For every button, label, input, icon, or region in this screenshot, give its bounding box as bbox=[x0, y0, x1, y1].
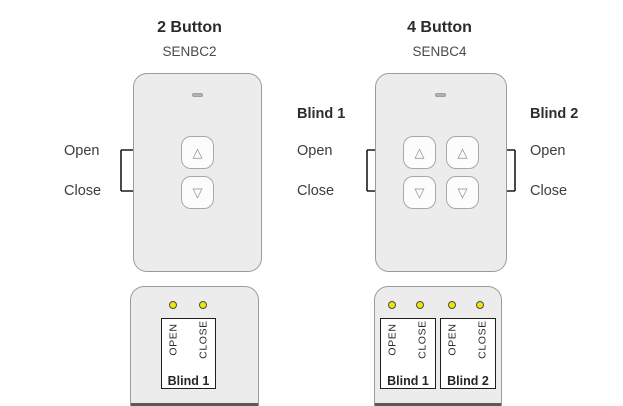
remote4-title: 4 Button bbox=[407, 19, 472, 36]
terminal-blind-label: Blind 2 bbox=[447, 374, 489, 388]
remote4-front-body: △ △ ▽ ▽ bbox=[375, 73, 507, 272]
remote4-open-right-label: Open bbox=[530, 143, 566, 159]
terminal-open-label: OPEN bbox=[386, 322, 399, 356]
remote2-model: SENBC2 bbox=[162, 44, 217, 59]
led-indicator bbox=[416, 301, 424, 309]
triangle-up-icon: △ bbox=[457, 145, 468, 160]
remote2-down-button: ▽ bbox=[181, 176, 214, 209]
remote4-blind2-down-button: ▽ bbox=[446, 176, 479, 209]
panel-bottom-edge bbox=[375, 403, 501, 406]
triangle-up-icon: △ bbox=[192, 145, 203, 160]
remote4-blind2-label: Blind 2 bbox=[530, 106, 579, 122]
remote2-close-label: Close bbox=[64, 183, 102, 199]
led-indicator bbox=[388, 301, 396, 309]
led-indicator bbox=[476, 301, 484, 309]
remote4-terminal-block-blind2: OPEN CLOSE Blind 2 bbox=[440, 318, 496, 389]
terminal-open-label: OPEN bbox=[446, 322, 459, 356]
remote2-led-pill-icon bbox=[192, 93, 203, 97]
terminal-close-label: CLOSE bbox=[197, 319, 210, 359]
remote4-led-pill-icon bbox=[435, 93, 446, 97]
triangle-down-icon: ▽ bbox=[414, 185, 425, 200]
remote4-blind1-label: Blind 1 bbox=[297, 106, 346, 122]
terminal-blind-label: Blind 1 bbox=[387, 374, 429, 388]
remote4-terminal-panel: OPEN CLOSE Blind 1 OPEN CLOSE Blind 2 bbox=[374, 286, 502, 406]
remote2-front-body: △ ▽ bbox=[133, 73, 262, 272]
panel-bottom-edge bbox=[131, 403, 258, 406]
remote4-model: SENBC4 bbox=[412, 44, 467, 59]
remote4-blind1-up-button: △ bbox=[403, 136, 436, 169]
remote2-terminal-panel: OPEN CLOSE Blind 1 bbox=[130, 286, 259, 406]
triangle-down-icon: ▽ bbox=[457, 185, 468, 200]
remote4-blind2-up-button: △ bbox=[446, 136, 479, 169]
remote2-up-button: △ bbox=[181, 136, 214, 169]
led-indicator bbox=[199, 301, 207, 309]
remote2-title: 2 Button bbox=[157, 19, 222, 36]
remote4-terminal-block-blind1: OPEN CLOSE Blind 1 bbox=[380, 318, 436, 389]
remote4-close-right-label: Close bbox=[530, 183, 568, 199]
led-indicator bbox=[169, 301, 177, 309]
remote2-terminal-block: OPEN CLOSE Blind 1 bbox=[161, 318, 216, 389]
triangle-up-icon: △ bbox=[414, 145, 425, 160]
terminal-close-label: CLOSE bbox=[476, 319, 489, 359]
terminal-close-label: CLOSE bbox=[416, 319, 429, 359]
terminal-open-label: OPEN bbox=[167, 322, 180, 356]
remote4-close-left-label: Close bbox=[297, 183, 335, 199]
remote2-open-label: Open bbox=[64, 143, 100, 159]
led-indicator bbox=[448, 301, 456, 309]
remote4-blind1-down-button: ▽ bbox=[403, 176, 436, 209]
remote4-open-left-label: Open bbox=[297, 143, 333, 159]
terminal-blind-label: Blind 1 bbox=[167, 374, 210, 388]
triangle-down-icon: ▽ bbox=[192, 185, 203, 200]
